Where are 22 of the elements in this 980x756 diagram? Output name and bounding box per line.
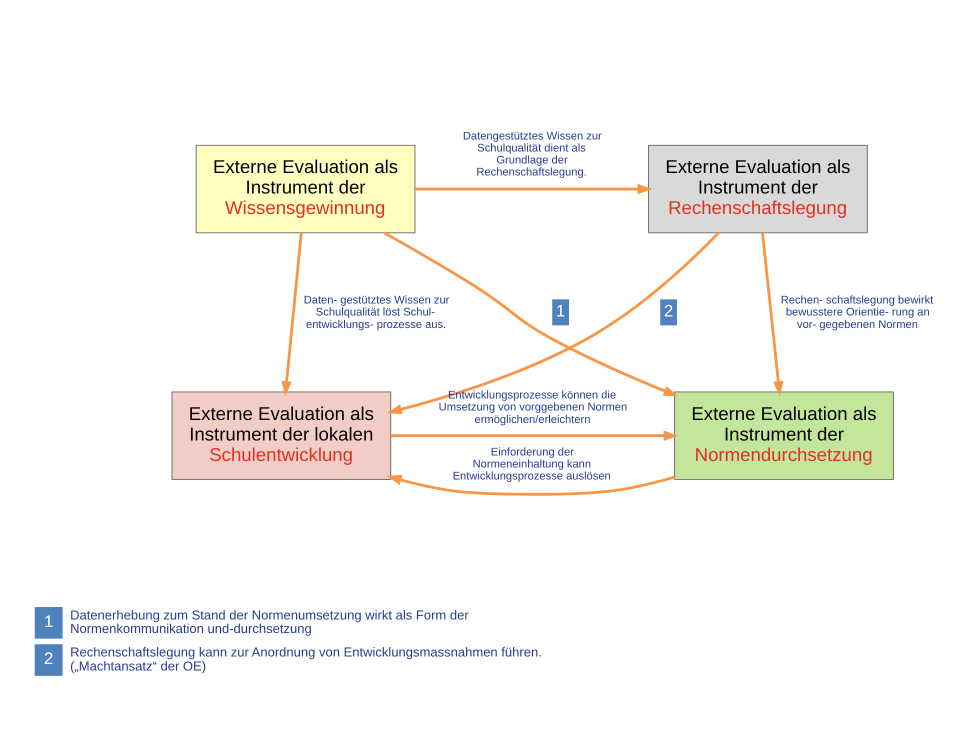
arrow [281,232,303,396]
arrow [384,231,678,396]
label: Datenerhebung zum Stand der Normenumsetzung wirkt als Form der Normenkommunikation und-durchsetzung [70,606,469,636]
arrow [386,474,675,496]
node-box: Externe Evaluation als Instrument der lokalen Schulentwicklung [172,391,392,480]
arrow [415,183,652,194]
edge-label: Rechen- schaftslegung bewirkt bewusstere Orientie- rung an vor- gegebenen Normen [780,294,934,330]
node-box: Externe Evaluation als Instrument der Rechenschaftslegung [648,144,868,233]
edge-label: 1 [556,300,566,320]
edge-label: Daten- gestütztes Wissen zur Schulqualität löst Schul- entwicklungs- prozesse aus. [304,294,450,330]
label: 1 [44,611,54,630]
label: Rechenschaftslegung kann zur Anordnung von Entwicklungsmassnahmen führen. („Machtansatz“ der OE) [70,644,542,673]
edge-label: Einforderung der Normeneinhaltung kann Entwicklungsprozesse auslösen [452,446,611,482]
arrow [390,430,679,440]
node-box: Externe Evaluation als Instrument der Normendurchsetzung [674,391,894,480]
arrow [761,232,784,396]
node-box: Externe Evaluation als Instrument der Wissensgewinnung [196,144,416,233]
arrow [386,232,720,414]
label: 2 [44,648,54,668]
edge-label: Entwicklungsprozesse können die Umsetzung von vorggebenen Normen ermöglichen/erleichtern [438,389,628,426]
edge-label: 2 [664,300,674,320]
edge-label: Datengestütztes Wissen zur Schulqualität dient als Grundlage der Rechenschaftslegung. [462,130,602,178]
